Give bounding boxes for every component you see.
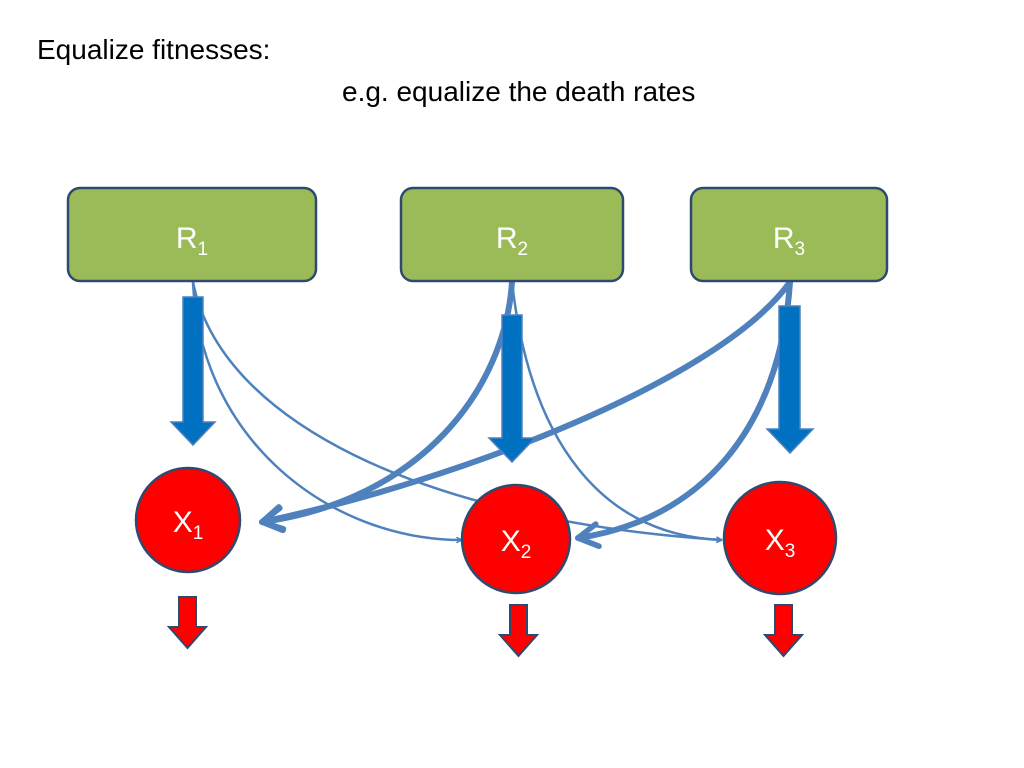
species-node-x1: X1 <box>134 466 242 574</box>
resource-node-r1: R1 <box>66 186 318 283</box>
species-node-x3: X3 <box>722 480 838 596</box>
thick-curve-r3-x1 <box>259 279 793 532</box>
death-arrow-x1 <box>166 596 209 650</box>
resource-index: 1 <box>198 239 209 260</box>
death-arrow-x3 <box>762 604 805 658</box>
resource-letter: R <box>496 222 518 255</box>
thin-curve-r1-x3 <box>191 281 722 540</box>
species-letter: X <box>501 525 521 558</box>
death-arrow-x2 <box>497 604 540 658</box>
slide-subtitle: e.g. equalize the death rates <box>342 76 696 107</box>
species-index: 3 <box>785 541 796 562</box>
resource-letter: R <box>176 222 198 255</box>
species-letter: X <box>765 524 785 557</box>
svg-text:X1: X1 <box>173 506 204 544</box>
resource-node-r3: R3 <box>689 186 889 283</box>
svg-text:R2: R2 <box>496 222 528 260</box>
resource-index: 3 <box>795 239 806 260</box>
species-index: 2 <box>521 542 532 563</box>
slide-title: Equalize fitnesses: <box>37 34 271 65</box>
species-index: 1 <box>193 523 204 544</box>
svg-text:R1: R1 <box>176 222 208 260</box>
flow-arrow-r3 <box>765 305 815 455</box>
resource-node-r2: R2 <box>399 186 625 283</box>
resource-letter: R <box>773 222 795 255</box>
flow-arrow-r2 <box>487 314 537 464</box>
resource-index: 2 <box>518 239 529 260</box>
flow-arrow-r1 <box>169 296 217 447</box>
svg-text:R3: R3 <box>773 222 805 260</box>
species-node-x2: X2 <box>460 483 572 595</box>
species-letter: X <box>173 506 193 539</box>
svg-text:X2: X2 <box>501 525 532 563</box>
svg-text:X3: X3 <box>765 524 796 562</box>
